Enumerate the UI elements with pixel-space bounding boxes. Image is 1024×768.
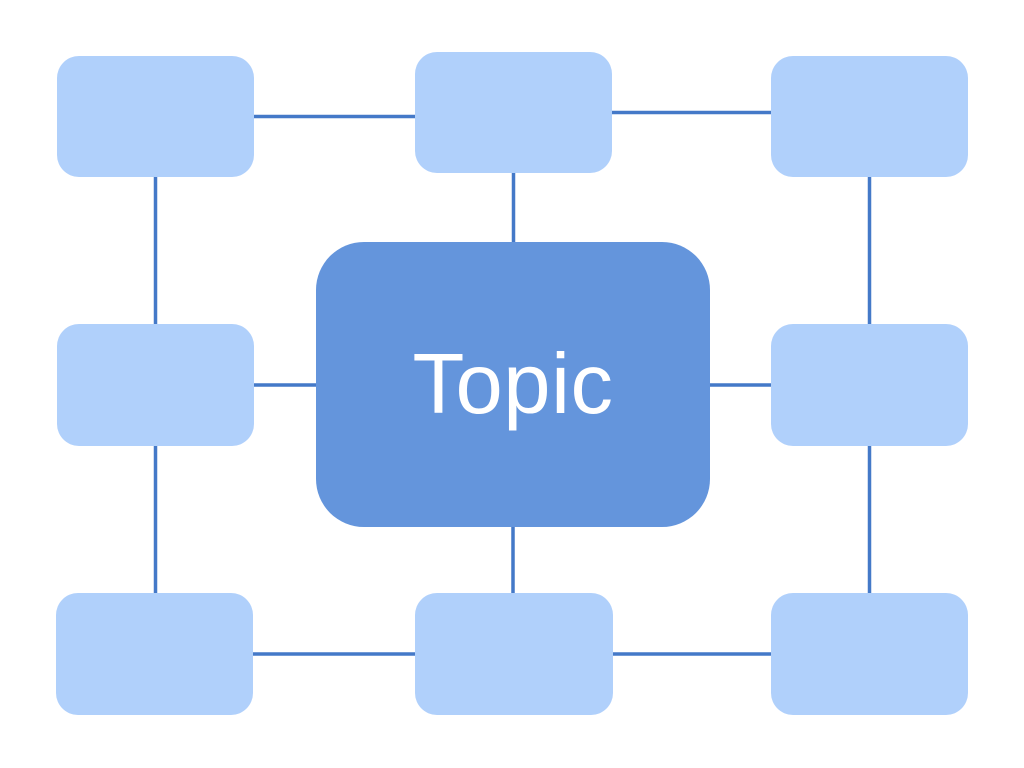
- node-bottom-right[interactable]: [771, 593, 968, 715]
- node-top-center[interactable]: [415, 52, 612, 173]
- node-top-right[interactable]: [771, 56, 968, 177]
- node-topic[interactable]: Topic: [316, 242, 710, 527]
- node-middle-right[interactable]: [771, 324, 968, 446]
- node-top-left[interactable]: [57, 56, 254, 177]
- node-bottom-left[interactable]: [56, 593, 253, 715]
- node-bottom-center[interactable]: [415, 593, 613, 715]
- node-middle-left[interactable]: [57, 324, 254, 446]
- node-topic-label: Topic: [412, 337, 614, 432]
